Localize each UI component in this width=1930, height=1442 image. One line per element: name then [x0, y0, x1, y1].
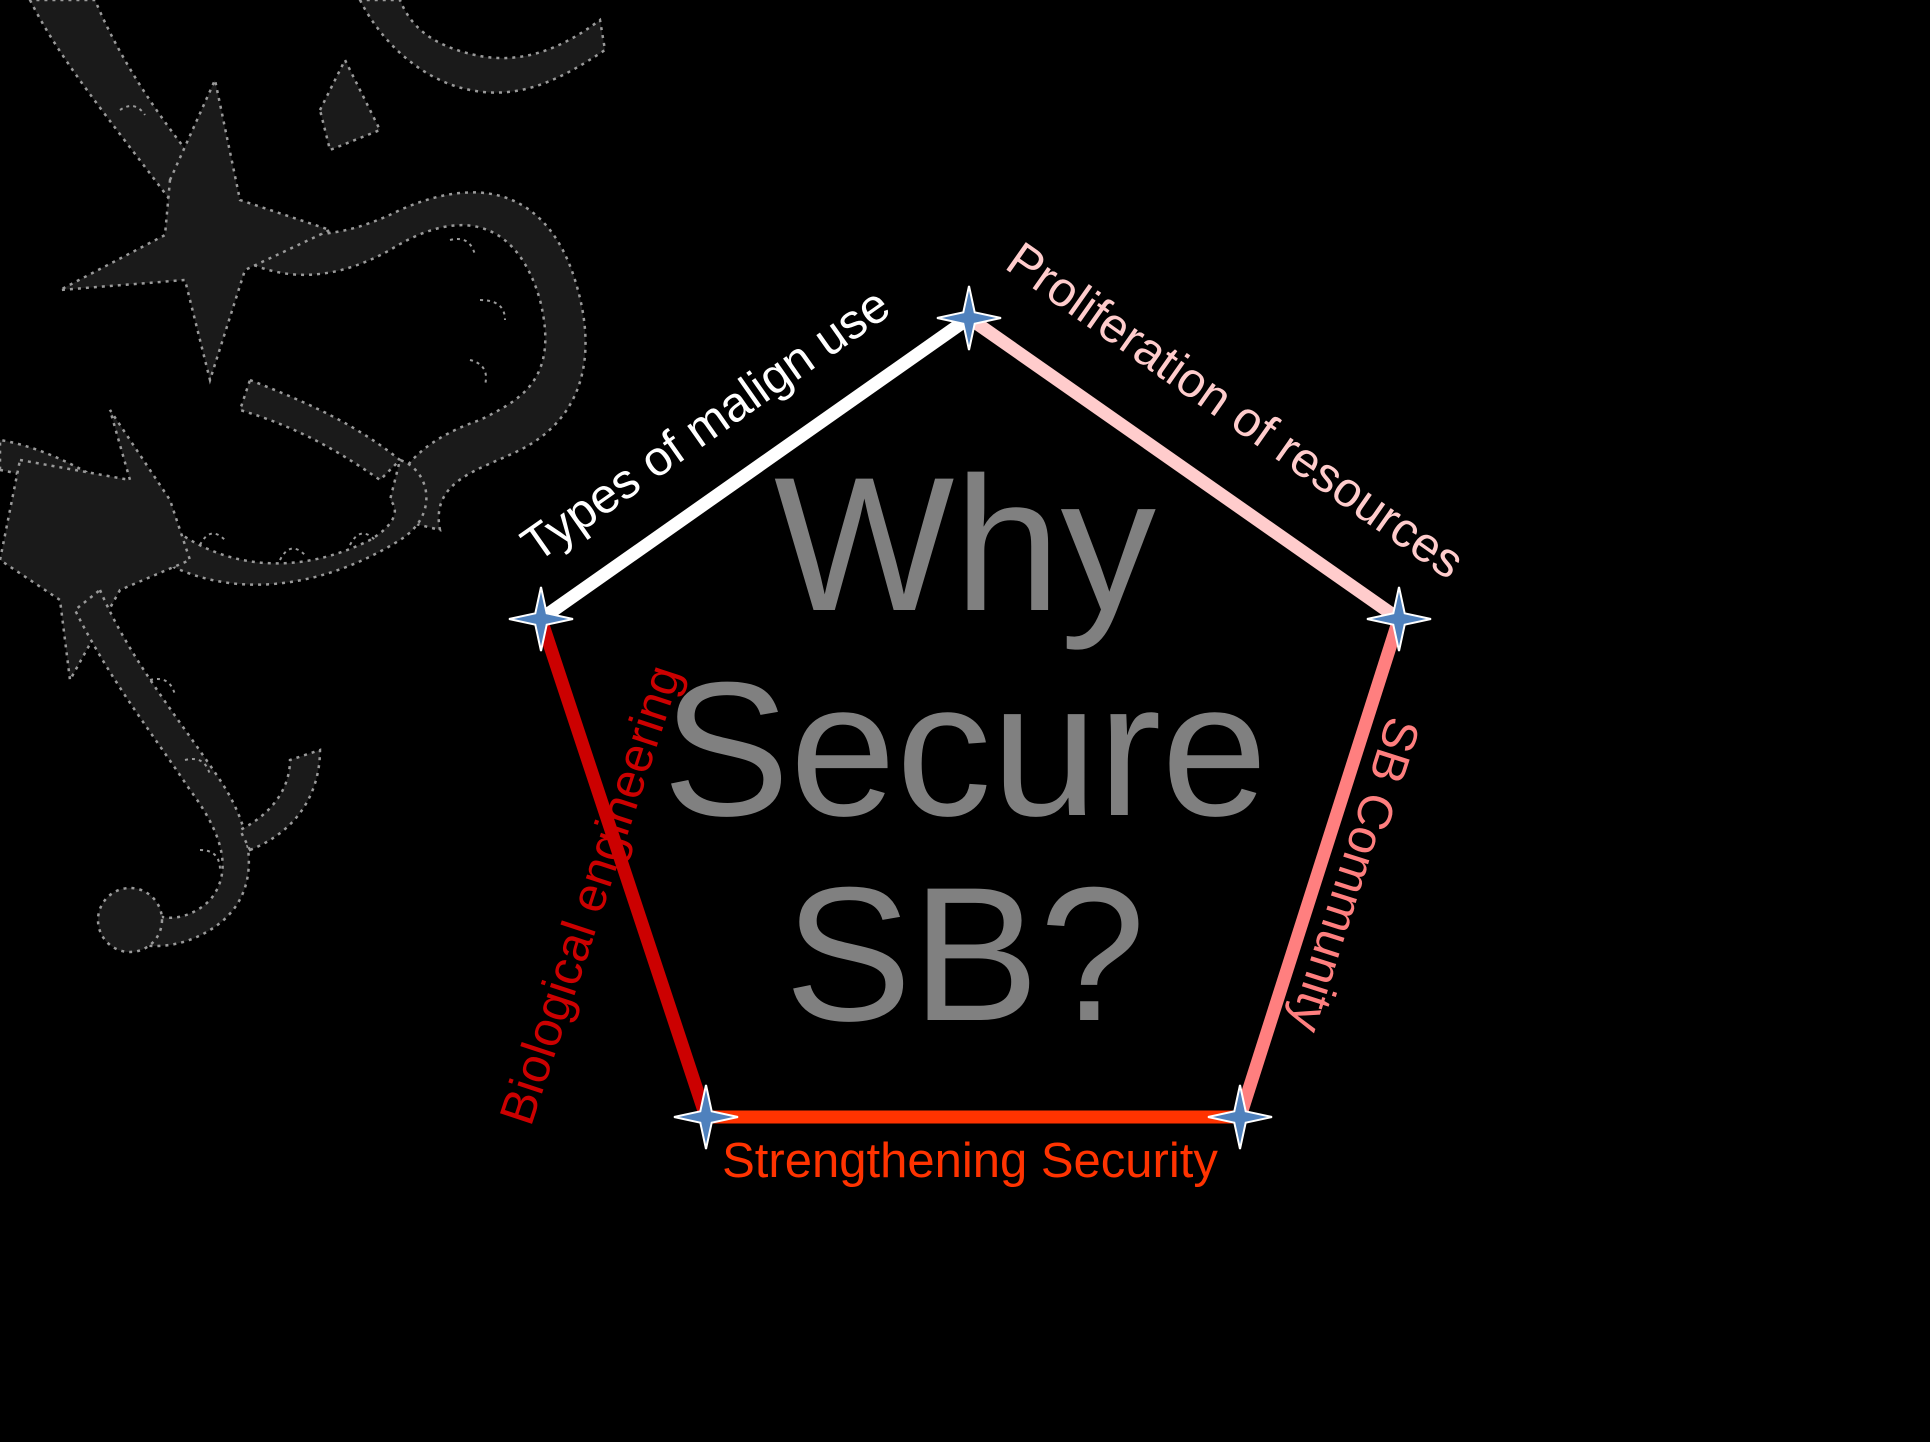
- title-line-secure: Secure: [662, 643, 1267, 856]
- four-point-star-icon: [508, 586, 574, 652]
- four-point-star-icon: [936, 285, 1002, 351]
- title-line-why: Why: [774, 438, 1157, 651]
- edge-top-left: [537, 312, 973, 625]
- vertex-stars: [508, 285, 1432, 1150]
- four-point-star-icon: [1207, 1084, 1273, 1150]
- title-line-sb: SB?: [784, 848, 1145, 1061]
- four-point-star-icon: [1366, 586, 1432, 652]
- edge-left: [534, 616, 713, 1120]
- edge-top-right: [965, 312, 1403, 625]
- label-strengthening-security: Strengthening Security: [722, 1134, 1218, 1188]
- edge-right: [1233, 617, 1406, 1119]
- dna-helix-bands: [119, 105, 506, 871]
- four-point-star-icon: [673, 1084, 739, 1150]
- dna-helix-icon: [0, 0, 607, 954]
